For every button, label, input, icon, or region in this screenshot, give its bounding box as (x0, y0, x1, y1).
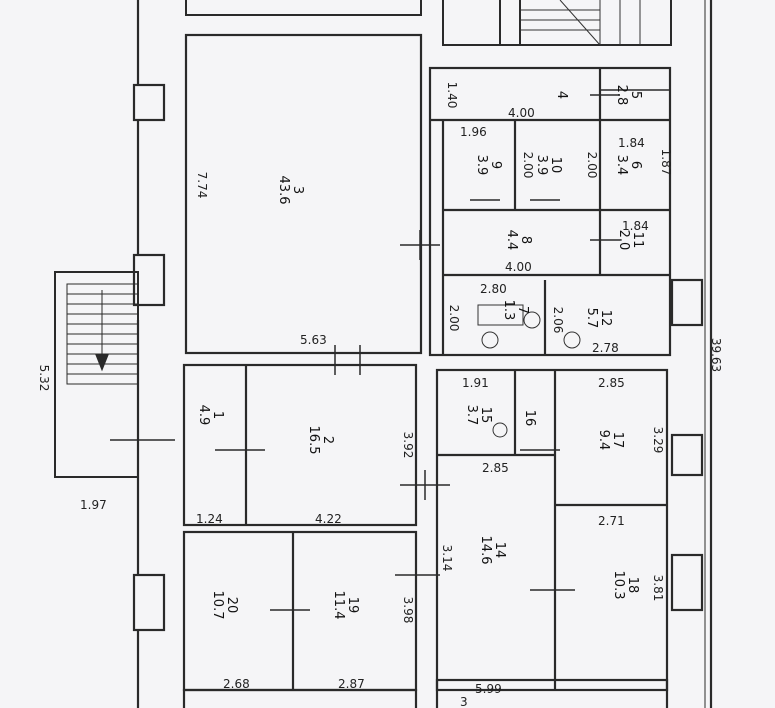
dim-1-91: 1.91 (462, 376, 489, 390)
room-1-number: 1 (210, 411, 225, 419)
dim-4-00-top: 4.00 (508, 106, 535, 120)
dim-2-71: 2.71 (598, 514, 625, 528)
room-14-number: 14 (492, 542, 507, 559)
room-5-area: 2.8 (614, 85, 629, 106)
dim-1-40: 1.40 (445, 82, 459, 109)
room-17-area: 9.4 (596, 430, 611, 451)
dim-3-92: 3.92 (401, 432, 415, 459)
room-15-area: 3.7 (464, 405, 479, 426)
room-20-number: 20 (224, 597, 239, 614)
room-16-number: 16 (522, 410, 537, 427)
room-labels: 343.6 4 52.8 63.4 93.9 103.9 84.4 112.0 … (196, 85, 645, 620)
left-staircase (54, 271, 139, 478)
dim-1-84-b: 1.84 (622, 219, 649, 233)
dim-2-87: 2.87 (338, 677, 365, 691)
room-18-area: 10.3 (611, 571, 626, 600)
dim-5-99: 5.99 (475, 682, 502, 696)
room-6-number: 6 (628, 161, 643, 169)
dim-1-24: 1.24 (196, 512, 223, 526)
room-3-area: 43.6 (276, 176, 291, 205)
sanitary-fixtures (477, 304, 581, 438)
room-7-number: 7 (515, 306, 530, 314)
room-19-number: 19 (345, 597, 360, 614)
dim-3-29: 3.29 (651, 427, 665, 454)
dim-3-small: 3 (460, 695, 468, 708)
room-7-area: 1.3 (501, 300, 516, 321)
dim-2-85-b: 2.85 (482, 461, 509, 475)
room-2-number: 2 (320, 436, 335, 444)
dim-2-78: 2.78 (592, 341, 619, 355)
dim-1-97: 1.97 (80, 498, 107, 512)
room-20-area: 10.7 (210, 591, 225, 620)
room-11-area: 2.0 (616, 230, 631, 251)
room-14-area: 14.6 (478, 536, 493, 565)
dim-2-00-b: 2.00 (521, 152, 535, 179)
room-19-area: 11.4 (331, 591, 346, 620)
room-4-number: 4 (554, 91, 569, 99)
room-18-number: 18 (625, 577, 640, 594)
room-3-number: 3 (290, 186, 305, 194)
dim-7-74: 7.74 (195, 172, 209, 199)
room-9-area: 3.9 (474, 155, 489, 176)
dim-5-63: 5.63 (300, 333, 327, 347)
room-15-number: 15 (478, 407, 493, 424)
building-walls (132, 0, 713, 708)
dim-3-98: 3.98 (401, 597, 415, 624)
room-6-area: 3.4 (614, 155, 629, 176)
dim-2-00-a: 2.00 (585, 152, 599, 179)
room-12-number: 12 (598, 310, 613, 327)
room-9-number: 9 (488, 161, 503, 169)
horizontal-dimensions: 5.63 4.00 1.96 1.84 1.84 4.00 2.80 2.78 … (80, 106, 649, 708)
door-marks (110, 94, 620, 611)
dim-2-80: 2.80 (480, 282, 507, 296)
dim-1-87: 1.87 (659, 149, 673, 176)
room-5-number: 5 (628, 91, 643, 99)
room-11-number: 11 (630, 232, 645, 249)
room-12-area: 5.7 (584, 308, 599, 329)
dim-39-63: 39.63 (709, 338, 723, 372)
dim-3-81: 3.81 (651, 575, 665, 602)
dim-2-68: 2.68 (223, 677, 250, 691)
room-17-number: 17 (610, 432, 625, 449)
room-10-area: 3.9 (534, 155, 549, 176)
room-8-area: 4.4 (504, 230, 519, 251)
room-1-area: 4.9 (196, 405, 211, 426)
dim-4-22: 4.22 (315, 512, 342, 526)
dim-3-14: 3.14 (440, 545, 454, 572)
dim-2-06: 2.06 (551, 307, 565, 334)
top-staircase (520, 0, 641, 46)
vertical-dimensions: 7.74 1.40 2.00 2.00 1.87 2.00 2.06 39.63… (37, 82, 723, 624)
room-8-number: 8 (518, 236, 533, 244)
dim-2-85-a: 2.85 (598, 376, 625, 390)
room-2-area: 16.5 (306, 426, 321, 455)
room-10-number: 10 (548, 157, 563, 174)
dim-1-84-a: 1.84 (618, 136, 645, 150)
dim-4-00-mid: 4.00 (505, 260, 532, 274)
top-rooms (185, 0, 672, 46)
dim-2-00-c: 2.00 (447, 305, 461, 332)
dim-1-96: 1.96 (460, 125, 487, 139)
dim-5-32: 5.32 (37, 365, 51, 392)
room-walls (182, 33, 672, 708)
